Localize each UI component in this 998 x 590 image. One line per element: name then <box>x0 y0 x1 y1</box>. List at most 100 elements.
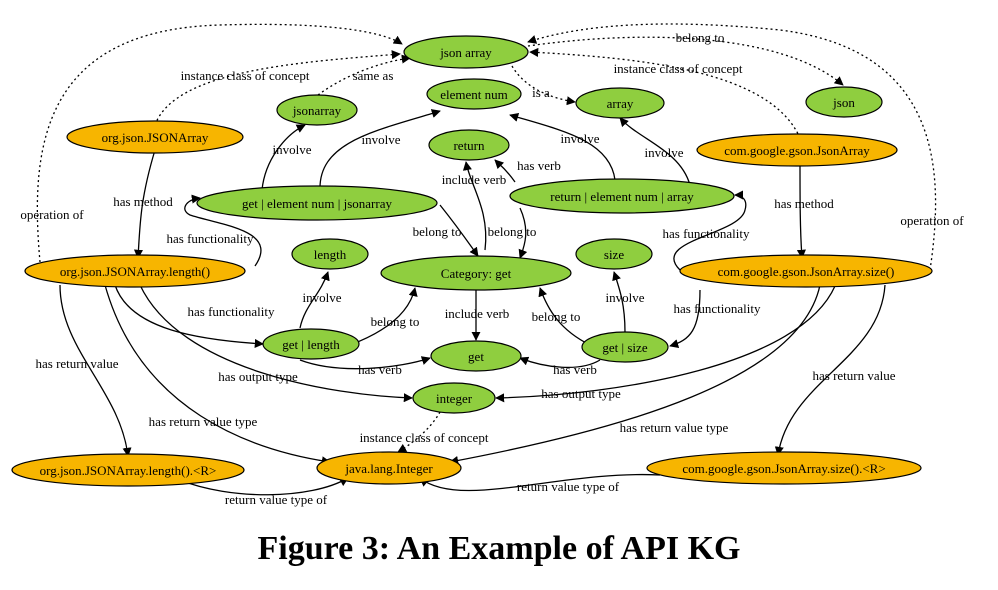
svg-text:array: array <box>607 96 634 111</box>
label-has-output-type-right: has output type <box>541 386 621 401</box>
label-involve-array: involve <box>645 145 684 160</box>
svg-text:return: return <box>453 138 485 153</box>
label-has-return-value-left: has return value <box>35 356 118 371</box>
label-belong-to-top: belong to <box>676 30 725 45</box>
label-instance-left: instance class of concept <box>181 68 310 83</box>
edge-involve-length <box>299 271 330 329</box>
edge-has-return-value-left <box>59 284 132 457</box>
edge-involve-jsonarray <box>261 124 306 191</box>
edge-has-functionality-left <box>114 284 264 349</box>
node-return-element-num-array: return | element num | array <box>509 178 735 214</box>
edge-has-verb-left <box>299 356 431 370</box>
label-is-a: is a <box>532 85 550 100</box>
edge-has-method-right <box>796 161 806 259</box>
node-return: return <box>428 129 510 161</box>
label-has-verb-return: has verb <box>517 158 561 173</box>
label-has-output-type-left: has output type <box>218 369 298 384</box>
svg-text:return | element num | array: return | element num | array <box>550 189 694 204</box>
label-operation-right: operation of <box>900 213 964 228</box>
label-include-verb-return: include verb <box>442 172 507 187</box>
edge-instance-right <box>529 47 801 139</box>
svg-text:get: get <box>468 349 484 364</box>
svg-text:jsonarray: jsonarray <box>292 103 342 118</box>
svg-text:org.json.JSONArray: org.json.JSONArray <box>102 130 209 145</box>
edge-involve-size <box>612 271 626 333</box>
node-org-json-jsonarray: org.json.JSONArray <box>66 120 244 154</box>
node-element-num: element num <box>426 78 522 110</box>
node-array: array <box>575 87 665 119</box>
edge-has-verb-return <box>494 159 516 183</box>
svg-text:org.json.JSONArray.length().<R: org.json.JSONArray.length().<R> <box>40 463 217 478</box>
node-org-json-length: org.json.JSONArray.length() <box>24 254 246 288</box>
edge-same-as <box>317 54 411 96</box>
node-gson-size-r: com.google.gson.JsonArray.size().<R> <box>646 451 922 485</box>
label-belong-to-size: belong to <box>532 309 581 324</box>
label-has-functionality-right-top: has functionality <box>662 226 750 241</box>
edge-involve-array <box>619 117 691 186</box>
label-return-value-type-of-right: return value type of <box>517 479 620 494</box>
node-org-json-length-r: org.json.JSONArray.length().<R> <box>11 453 245 487</box>
edge-has-output-type-left <box>139 284 413 403</box>
svg-text:json: json <box>832 95 855 110</box>
svg-text:get | element num | jsonarray: get | element num | jsonarray <box>242 196 392 211</box>
edge-is-a <box>511 65 576 106</box>
label-has-functionality-left-top: has functionality <box>166 231 254 246</box>
label-instance-integer: instance class of concept <box>360 430 489 445</box>
label-involve-element-left: involve <box>362 132 401 147</box>
node-get: get <box>430 340 522 372</box>
edge-has-method-left <box>133 149 156 259</box>
edge-belong-to-get-right <box>518 207 528 259</box>
node-size: size <box>575 238 653 270</box>
edge-belong-to-length <box>349 287 418 346</box>
edge-involve-element-left <box>319 109 441 189</box>
svg-text:get | size: get | size <box>602 340 647 355</box>
label-return-value-type-of-left: return value type of <box>225 492 328 507</box>
figure-caption: Figure 3: An Example of API KG <box>257 530 741 567</box>
svg-text:json array: json array <box>439 45 492 60</box>
svg-text:org.json.JSONArray.length(): org.json.JSONArray.length() <box>60 264 210 279</box>
node-java-lang-integer: java.lang.Integer <box>316 451 462 485</box>
label-belong-to-get-right: belong to <box>488 224 537 239</box>
svg-text:com.google.gson.JsonArray.size: com.google.gson.JsonArray.size().<R> <box>682 461 885 476</box>
label-involve-size: involve <box>606 290 645 305</box>
edge-belong-to-get-left <box>439 204 479 257</box>
svg-text:element num: element num <box>440 87 508 102</box>
label-belong-to-length: belong to <box>371 314 420 329</box>
label-has-method-right: has method <box>774 196 834 211</box>
edge-has-output-type-right <box>495 285 836 403</box>
node-get-length: get | length <box>262 328 360 360</box>
node-json-array: json array <box>403 35 529 69</box>
svg-text:java.lang.Integer: java.lang.Integer <box>344 461 433 476</box>
edge-has-functionality-left-top <box>184 194 262 267</box>
node-integer: integer <box>412 382 496 414</box>
edge-return-value-type-of-left <box>179 477 349 496</box>
svg-text:get | length: get | length <box>282 337 340 352</box>
node-com-google-gson-jsonarray: com.google.gson.JsonArray <box>696 133 898 167</box>
label-operation-left: operation of <box>20 207 84 222</box>
node-gson-size: com.google.gson.JsonArray.size() <box>679 254 933 288</box>
label-involve-element-right: involve <box>561 131 600 146</box>
edge-belong-to-json <box>527 36 844 86</box>
label-has-return-value-right: has return value <box>812 368 895 383</box>
node-length: length <box>291 238 369 270</box>
svg-text:com.google.gson.JsonArray: com.google.gson.JsonArray <box>724 143 870 158</box>
node-jsonarray: jsonarray <box>276 94 358 126</box>
edge-return-value-type-of-right <box>419 473 661 492</box>
edge-include-verb-return <box>462 161 487 251</box>
edge-has-return-value-right <box>774 284 886 456</box>
edge-involve-element-right <box>509 112 616 181</box>
edge-has-functionality-right-top <box>673 190 747 271</box>
svg-text:size: size <box>604 247 624 262</box>
edge-has-return-value-type-left <box>104 284 331 466</box>
label-involve-length: involve <box>303 290 342 305</box>
label-has-verb-right: has verb <box>553 362 597 377</box>
label-same-as: same as <box>353 68 394 83</box>
node-json: json <box>805 86 883 118</box>
edge-has-functionality-right <box>669 289 701 349</box>
label-has-method-left: has method <box>113 194 173 209</box>
edge-belong-to-size <box>538 287 591 346</box>
label-involve-jsonarray: involve <box>273 142 312 157</box>
api-knowledge-graph: belong to instance class of concept same… <box>11 23 964 507</box>
node-get-size: get | size <box>581 331 669 363</box>
label-has-functionality-left: has functionality <box>187 304 275 319</box>
